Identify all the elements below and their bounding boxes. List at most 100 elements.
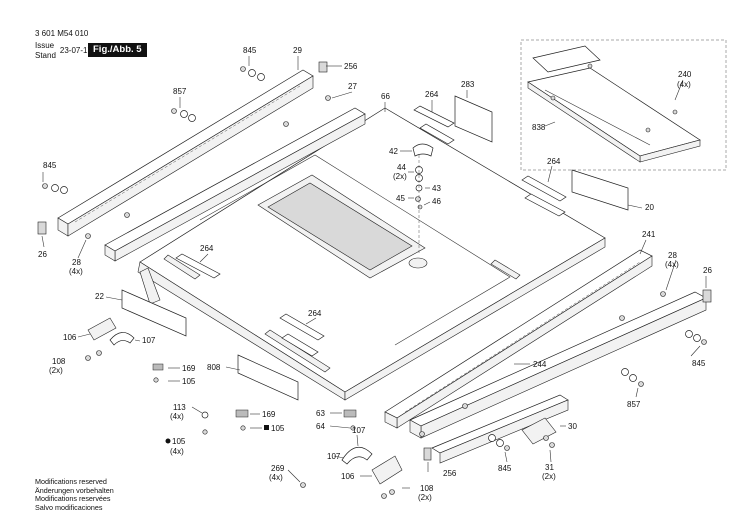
label-808: 808 xyxy=(207,363,221,372)
label-113-qty: (4x) xyxy=(170,412,184,421)
strip-264 xyxy=(413,105,455,128)
inset-groove xyxy=(544,89,651,146)
inset-plate-side xyxy=(527,81,641,163)
label-256: 256 xyxy=(344,62,358,71)
sticker-808 xyxy=(237,354,299,401)
sticker-22 xyxy=(121,289,187,337)
label-108-qty: (2x) xyxy=(49,366,63,375)
screw-108 xyxy=(85,355,91,361)
inset-frame xyxy=(520,39,727,171)
bracket-106 xyxy=(371,455,403,485)
note-line: Modifications reserved xyxy=(35,477,107,486)
label-105: 105 xyxy=(182,377,196,386)
label-269: 269 xyxy=(271,464,285,473)
screw-46 xyxy=(417,204,423,210)
washer-113 xyxy=(201,411,209,419)
label-28-qty: (4x) xyxy=(665,260,679,269)
screw-28 xyxy=(85,233,91,239)
screw-108 xyxy=(381,493,387,499)
rear-rail-27 xyxy=(104,107,366,262)
screw-108 xyxy=(389,489,395,495)
label-45: 45 xyxy=(396,194,405,203)
rail-244-end xyxy=(384,411,398,429)
screw-269 xyxy=(300,482,306,488)
knob-42 xyxy=(412,143,434,157)
note-line: Änderungen vorbehalten xyxy=(35,485,114,495)
label-strips xyxy=(121,95,629,401)
label-20: 20 xyxy=(645,203,654,212)
washer-845 xyxy=(693,334,701,342)
washer-845 xyxy=(51,184,59,192)
table-insert-outline xyxy=(199,154,511,346)
label-31-qty: (2x) xyxy=(542,472,556,481)
label-31: 31 xyxy=(545,463,554,472)
stand-label: Stand xyxy=(35,51,56,60)
label-845: 845 xyxy=(43,161,57,170)
fasteners-bottom-left xyxy=(85,317,403,499)
front-rail-lower xyxy=(431,394,569,464)
strip-264 xyxy=(281,333,319,357)
rail-27-end xyxy=(104,244,116,262)
end-cap-256 xyxy=(318,61,328,73)
insert-knob xyxy=(408,257,428,269)
table-side-bracket xyxy=(139,267,161,305)
inset-screw xyxy=(672,109,678,115)
label-264: 264 xyxy=(200,244,214,253)
label-64: 64 xyxy=(316,422,325,431)
label-42: 42 xyxy=(389,147,398,156)
label-63: 63 xyxy=(316,409,325,418)
label-106: 106 xyxy=(341,472,355,481)
washer-845 xyxy=(685,330,693,338)
label-240-qty: (4x) xyxy=(677,80,691,89)
handle-107 xyxy=(109,332,135,346)
table-top xyxy=(137,107,606,401)
screw-28 xyxy=(619,315,625,321)
document-number: 3 601 M54 010 xyxy=(35,29,89,38)
miter-slot-right xyxy=(490,259,521,280)
label-857: 857 xyxy=(173,87,187,96)
strip-264 xyxy=(524,193,566,217)
label-108: 108 xyxy=(52,357,66,366)
screw-28 xyxy=(124,212,130,218)
end-cap-26 xyxy=(702,289,712,303)
issue-date: 23-07-17 xyxy=(59,46,92,55)
label-107: 107 xyxy=(327,452,341,461)
label-105-qty: (4x) xyxy=(170,447,184,456)
inset-screw xyxy=(645,127,651,133)
document-header: 3 601 M54 010 Issue Stand 23-07-17 xyxy=(35,29,92,61)
part-labels: 845 29 256 857 27 66 264 283 42 44 (2x) … xyxy=(38,46,712,502)
screw-845 xyxy=(504,445,510,451)
label-26: 26 xyxy=(38,250,47,259)
screw-845 xyxy=(240,66,246,72)
rail-29-teeth xyxy=(74,85,301,223)
label-30: 30 xyxy=(568,422,577,431)
label-264: 264 xyxy=(547,157,561,166)
label-26: 26 xyxy=(703,266,712,275)
screw-64 xyxy=(350,425,356,431)
inset-detail xyxy=(520,39,727,171)
inset-screw xyxy=(587,63,593,69)
end-cap-256 xyxy=(423,447,432,461)
label-244: 244 xyxy=(533,360,547,369)
front-rail-244 xyxy=(384,249,653,429)
label-169: 169 xyxy=(262,410,276,419)
leader-240 xyxy=(674,79,684,101)
screw-105 xyxy=(202,429,208,435)
screw-857 xyxy=(638,381,644,387)
label-845: 845 xyxy=(498,464,512,473)
end-cap-26 xyxy=(37,221,47,235)
table-right-edge xyxy=(344,237,606,401)
washer-857 xyxy=(621,368,629,376)
label-105: 105 xyxy=(271,424,285,433)
issue-label: Issue xyxy=(35,41,55,50)
screw-105 xyxy=(240,425,246,431)
strip-264 xyxy=(279,313,325,341)
washer-845 xyxy=(496,439,504,447)
label-113: 113 xyxy=(173,403,186,412)
label-264: 264 xyxy=(308,309,322,318)
label-269-qty: (4x) xyxy=(269,473,283,482)
fasteners-top-left xyxy=(37,61,331,239)
screw-45 xyxy=(415,196,421,202)
note-line: Salvo modificaciones xyxy=(35,502,103,512)
washer-845 xyxy=(488,434,496,442)
